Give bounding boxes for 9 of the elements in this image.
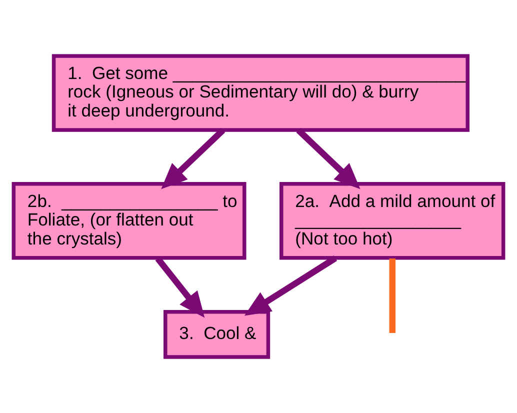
node-box: 2a. Add a mild amount of _________________ (Not too hot) (280, 182, 506, 260)
arrow (161, 128, 226, 190)
arrow (155, 256, 205, 318)
arrow (244, 256, 338, 316)
connector (389, 258, 396, 334)
node-box: 3. Cool & (164, 310, 270, 359)
node-box: 2b. ________________ to Foliate, (or flatten out the crystals) (12, 182, 246, 260)
node-box: 1. Get some ______________________________ rock (Igneous or Sedimentary will do) & burry it deep underground. (52, 54, 470, 132)
arrow (296, 128, 360, 190)
